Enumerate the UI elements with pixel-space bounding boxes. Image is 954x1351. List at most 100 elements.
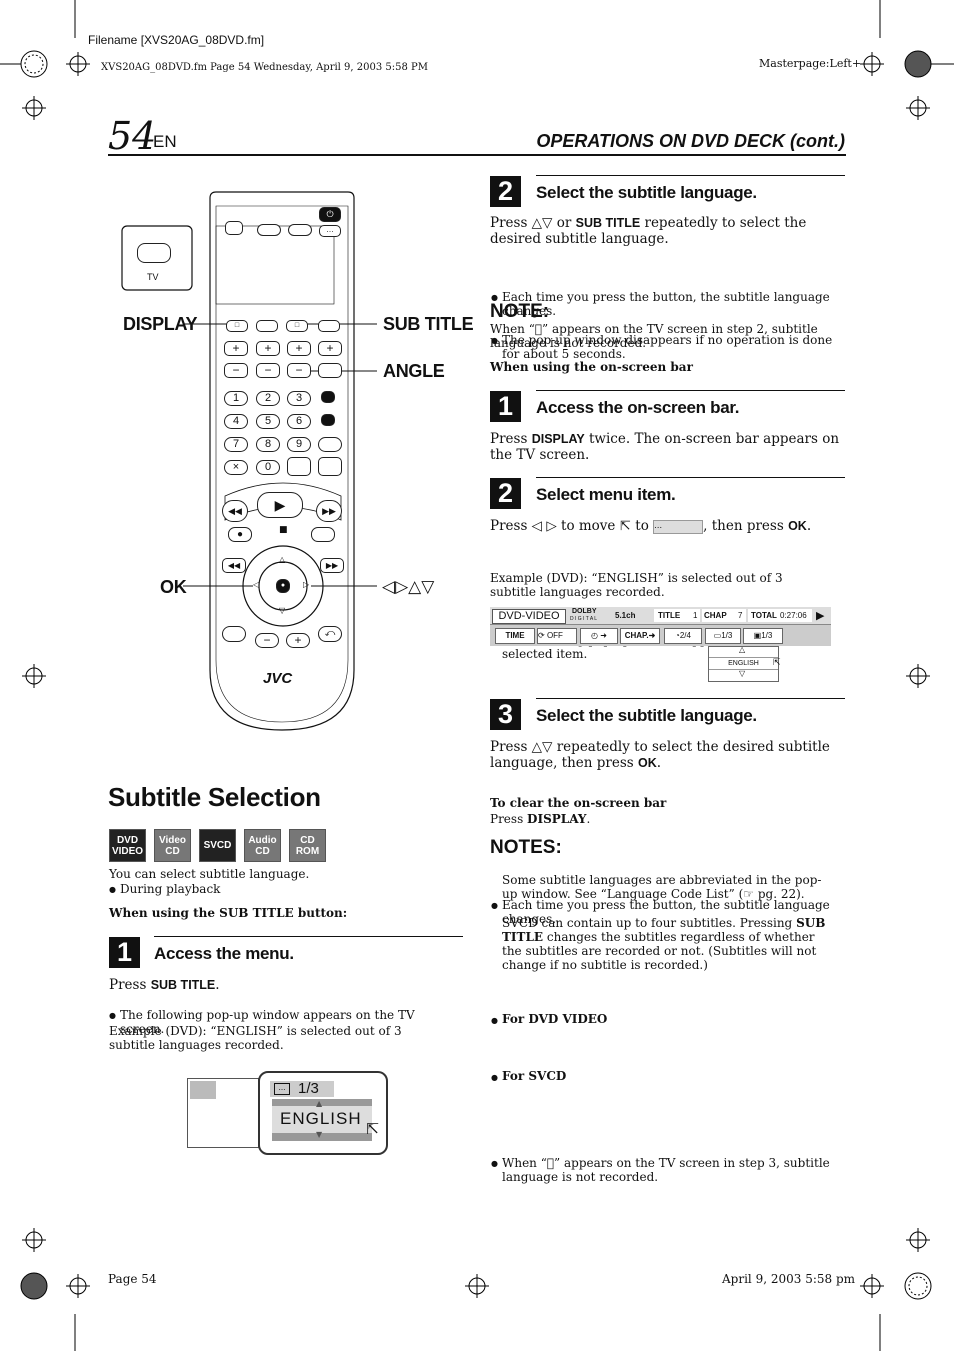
key-3[interactable]: 3 (287, 391, 311, 406)
menu-button[interactable]: … (319, 225, 341, 237)
top-button[interactable] (288, 224, 312, 236)
minus-button[interactable]: − (224, 363, 248, 378)
key-6[interactable]: 6 (287, 414, 311, 429)
step-number: 3 (490, 699, 521, 730)
osd-repeat-button[interactable]: ⟳ OFF (537, 628, 577, 644)
step-rule (536, 698, 845, 699)
repeat-icon: ⟳ (538, 631, 545, 640)
key-8[interactable]: 8 (256, 437, 280, 452)
step-number: 2 (490, 478, 521, 509)
popup-count: 1/3 (298, 1080, 319, 1097)
key-5[interactable]: 5 (256, 414, 280, 429)
notes-heading: NOTES: (490, 837, 562, 858)
remote-button[interactable] (256, 320, 278, 332)
step-title: Select the subtitle language. (536, 706, 757, 725)
subtitle-popup-window: … 1/3 ▲ ▼ ENGLISH ⇱ (258, 1071, 388, 1155)
remote-button[interactable] (222, 626, 246, 642)
stop-icon: ■ (279, 525, 288, 535)
sub-heading: When using the SUB TITLE button: (109, 906, 348, 920)
tv-label: TV (147, 272, 159, 282)
step-text: Press △▽ repeatedly to select the desire… (490, 739, 830, 771)
remote-control-illustration (121, 191, 377, 731)
tv-switch[interactable] (225, 221, 243, 235)
key-2[interactable]: 2 (256, 391, 280, 406)
step-text: Press DISPLAY twice. The on-screen bar a… (490, 431, 840, 463)
tv-switch-detail (137, 243, 171, 263)
notes-dvd-heading: For DVD VIDEO (491, 1012, 954, 1027)
volume-down-button[interactable]: − (255, 633, 279, 648)
osd-subtitle-button[interactable]: ▭1/3 (705, 628, 741, 644)
record-button[interactable]: ● (228, 527, 252, 542)
key-7[interactable]: 7 (224, 437, 248, 452)
key-cancel[interactable]: × (224, 460, 248, 475)
osd-time-button[interactable]: TIME (495, 628, 535, 644)
rewind-button[interactable]: ◀◀ (222, 500, 248, 522)
tv-screen-thumbnail (187, 1078, 259, 1148)
remote-button[interactable] (287, 457, 311, 476)
remote-button[interactable] (318, 320, 340, 332)
return-button[interactable]: ⤺ (318, 626, 342, 642)
remote-small-button[interactable] (321, 414, 335, 426)
step-title: Access the on-screen bar. (536, 398, 740, 417)
key-9[interactable]: 9 (287, 437, 311, 452)
key-4[interactable]: 4 (224, 414, 248, 429)
step-title: Select menu item. (536, 485, 676, 504)
timer-button[interactable] (318, 437, 342, 452)
remote-button[interactable] (318, 457, 342, 476)
osd-audio-button[interactable]: ◔2/4 (664, 628, 702, 644)
notes-svcd-heading: For SVCD (491, 1069, 954, 1084)
power-button[interactable]: ⏻ (319, 207, 341, 222)
step-text: Press ◁ ▷ to move ⇱ to …, then press OK. (490, 518, 812, 534)
step-bullet: Each time you press the button, the subt… (491, 898, 847, 926)
clear-heading: To clear the on-screen bar (490, 796, 667, 810)
osd-angle-button[interactable]: ▣1/3 (743, 628, 783, 644)
onscreen-heading: When using the on-screen bar (490, 360, 693, 374)
notes-svcd-text: SVCD can contain up to four subtitles. P… (502, 916, 826, 972)
ok-button[interactable]: ● (276, 579, 290, 593)
top-button[interactable] (257, 224, 281, 236)
osd-popup-language: ENGLISH (709, 657, 778, 670)
footer-date: April 9, 2003 5:58 pm (722, 1272, 856, 1286)
disc-icon-dvd-video: DVD VIDEO (109, 829, 146, 862)
plus-button[interactable]: + (287, 341, 311, 356)
plus-button[interactable]: + (318, 341, 342, 356)
file-info: XVS20AG_08DVD.fm Page 54 Wednesday, Apri… (101, 62, 429, 73)
audio-icon: ◔ (675, 631, 680, 640)
up-arrow-icon: ▲ (316, 1099, 323, 1108)
osd-chap-label: CHAP (704, 611, 727, 620)
display-button[interactable]: □ (226, 320, 248, 332)
cursor-icon: ⇱ (619, 518, 632, 534)
step-rule (154, 936, 463, 937)
remote-button[interactable] (318, 363, 342, 378)
filename: Filename [XVS20AG_08DVD.fm] (88, 33, 265, 47)
osd-chap-button[interactable]: CHAP.➜ (620, 628, 660, 644)
subtitle-button[interactable]: □ (286, 320, 308, 332)
example-text: Example (DVD): “ENGLISH” is selected out… (490, 571, 783, 599)
section-heading: Subtitle Selection (108, 782, 321, 812)
note-heading: NOTE: (490, 301, 550, 322)
skip-back-button[interactable]: ◀◀ (222, 558, 246, 573)
brand-logo: JVC (263, 670, 293, 687)
minus-button[interactable]: − (256, 363, 280, 378)
footer-page: Page 54 (108, 1272, 157, 1286)
fast-forward-button[interactable]: ▶▶ (316, 500, 342, 522)
example-text: Example (DVD): “ENGLISH” is selected out… (109, 1024, 402, 1052)
disc-icon-cd-rom: CD ROM (289, 829, 326, 862)
play-button[interactable]: ▶ (257, 492, 303, 518)
osd-timer-button[interactable]: ◴ ➜ (580, 628, 618, 644)
cursor-icon: ⇱ (773, 657, 781, 667)
remote-small-button[interactable] (321, 391, 335, 403)
up-arrow-icon: △ (739, 645, 746, 654)
plus-button[interactable]: + (256, 341, 280, 356)
key-0[interactable]: 0 (256, 460, 280, 475)
skip-forward-button[interactable]: ▶▶ (320, 558, 344, 573)
pause-button[interactable] (311, 527, 335, 542)
angle-label: ANGLE (383, 361, 445, 381)
key-1[interactable]: 1 (224, 391, 248, 406)
volume-up-button[interactable]: + (286, 633, 310, 648)
plus-button[interactable]: + (224, 341, 248, 356)
down-arrow-icon: ▼ (316, 1130, 323, 1139)
step-rule (536, 390, 845, 391)
angle-button[interactable]: − (287, 363, 311, 378)
step-number: 1 (109, 937, 140, 968)
